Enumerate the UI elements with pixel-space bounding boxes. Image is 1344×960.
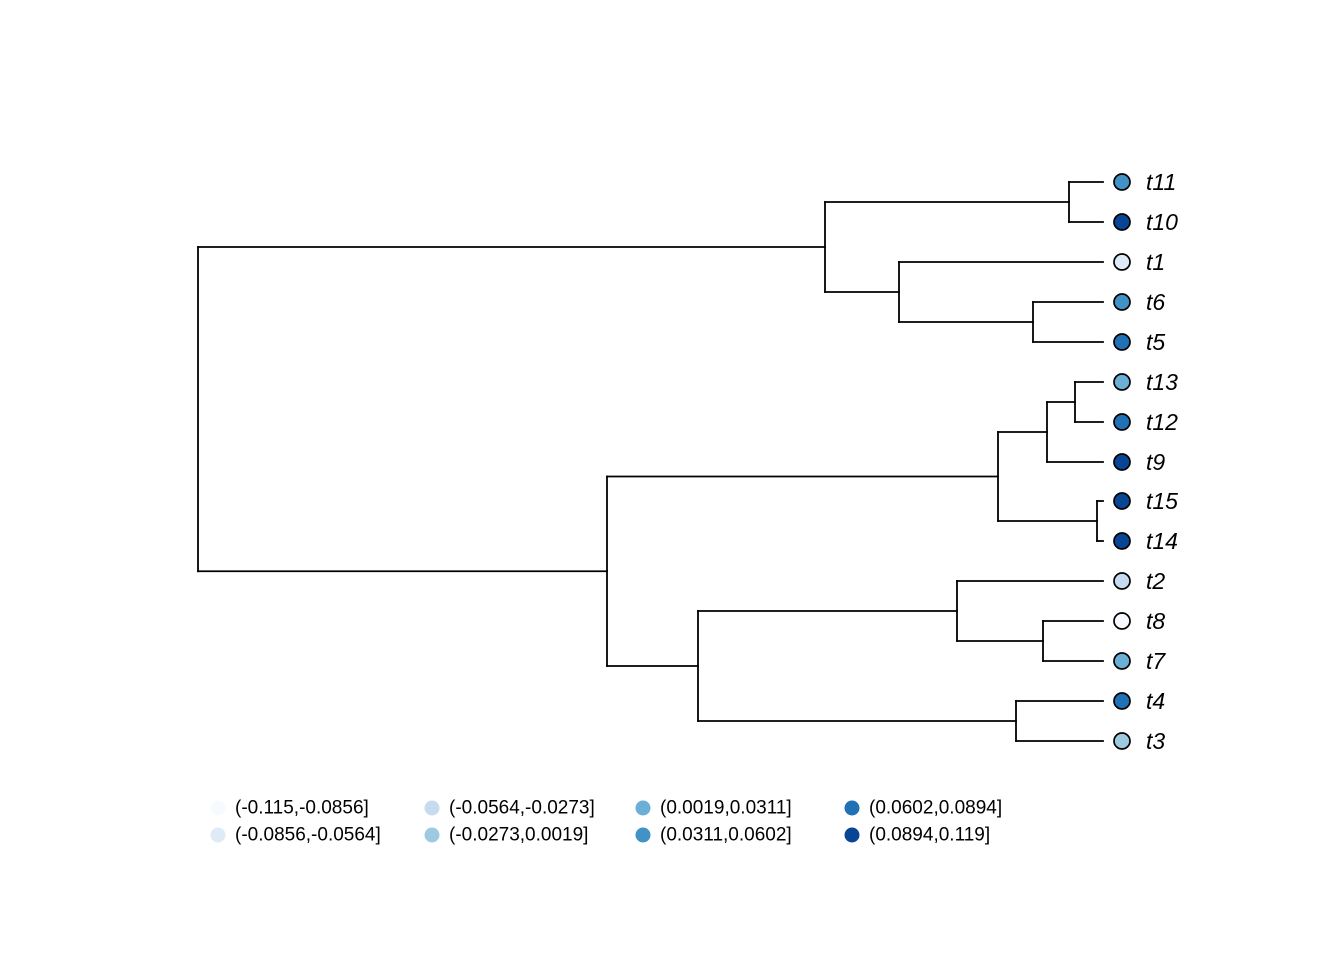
legend-label-6: (0.0311,0.0602] bbox=[660, 825, 792, 846]
tip-marker-t4 bbox=[1113, 692, 1131, 710]
tip-marker-t15 bbox=[1113, 492, 1131, 510]
tip-marker-t5 bbox=[1113, 333, 1131, 351]
legend-label-4: (-0.0273,0.0019] bbox=[449, 825, 588, 846]
tip-marker-t9 bbox=[1113, 453, 1131, 471]
legend-label-2: (-0.0856,-0.0564] bbox=[235, 825, 381, 846]
tip-marker-t7 bbox=[1113, 652, 1131, 670]
legend-label-3: (-0.0564,-0.0273] bbox=[449, 798, 595, 819]
legend-swatch-1 bbox=[210, 800, 226, 816]
legend-swatch-8 bbox=[844, 827, 860, 843]
tip-marker-t3 bbox=[1113, 732, 1131, 750]
tip-label-t13: t13 bbox=[1146, 369, 1178, 395]
tip-label-t12: t12 bbox=[1146, 409, 1178, 435]
legend-swatch-6 bbox=[635, 827, 651, 843]
legend-label-7: (0.0602,0.0894] bbox=[869, 798, 1002, 819]
tip-marker-t14 bbox=[1113, 532, 1131, 550]
tip-marker-t13 bbox=[1113, 373, 1131, 391]
legend-label-5: (0.0019,0.0311] bbox=[660, 798, 792, 819]
tip-label-t14: t14 bbox=[1146, 528, 1178, 554]
legend-swatch-2 bbox=[210, 827, 226, 843]
tip-label-t5: t5 bbox=[1146, 329, 1165, 355]
legend-swatch-4 bbox=[424, 827, 440, 843]
tip-label-t6: t6 bbox=[1146, 289, 1165, 315]
tip-label-t15: t15 bbox=[1146, 488, 1178, 514]
tip-marker-t6 bbox=[1113, 293, 1131, 311]
tip-label-t8: t8 bbox=[1146, 608, 1165, 634]
tip-marker-t1 bbox=[1113, 253, 1131, 271]
legend-swatch-5 bbox=[635, 800, 651, 816]
tip-label-t2: t2 bbox=[1146, 568, 1165, 594]
tip-label-t4: t4 bbox=[1146, 688, 1165, 714]
legend-label-8: (0.0894,0.119] bbox=[869, 825, 990, 846]
tip-label-t7: t7 bbox=[1146, 648, 1166, 674]
tip-label-t3: t3 bbox=[1146, 728, 1165, 754]
tip-label-t10: t10 bbox=[1146, 209, 1178, 235]
tip-label-t1: t1 bbox=[1146, 249, 1165, 275]
tip-marker-t10 bbox=[1113, 213, 1131, 231]
tip-marker-t2 bbox=[1113, 572, 1131, 590]
legend-swatch-3 bbox=[424, 800, 440, 816]
tip-label-t11: t11 bbox=[1146, 169, 1176, 195]
tip-label-t9: t9 bbox=[1146, 449, 1165, 475]
legend-swatch-7 bbox=[844, 800, 860, 816]
legend-label-1: (-0.115,-0.0856] bbox=[235, 798, 369, 819]
tip-marker-t8 bbox=[1113, 612, 1131, 630]
tip-marker-t11 bbox=[1113, 173, 1131, 191]
tip-marker-t12 bbox=[1113, 413, 1131, 431]
